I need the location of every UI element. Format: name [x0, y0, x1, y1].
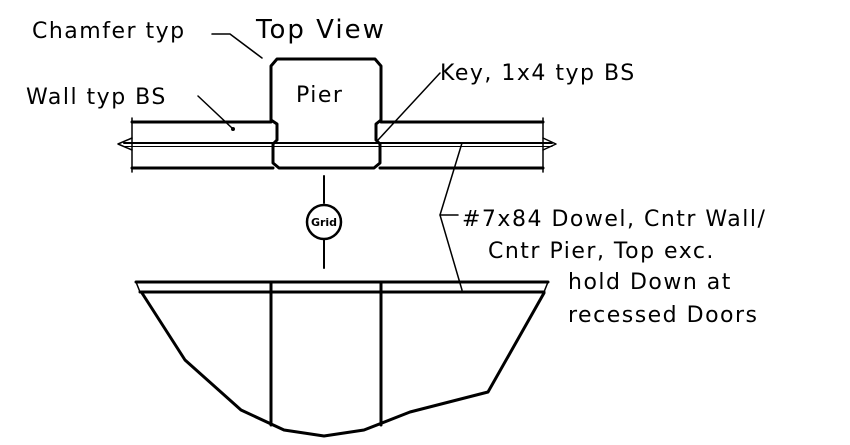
grid-label: Grid [311, 216, 337, 229]
chamfer-label: Chamfer typ [32, 19, 186, 44]
dowel-leader-lower [439, 214, 463, 291]
dowel-note-line-3: hold Down at [568, 270, 732, 295]
dowel-note-line-4: recessed Doors [568, 303, 759, 328]
section-view [134, 280, 550, 438]
wall-leader-dot [231, 127, 235, 131]
right-wall [378, 117, 557, 173]
chamfer-leader [211, 33, 263, 59]
pier-outline [269, 57, 383, 170]
section-bottom-outline [140, 291, 546, 438]
pier-label: Pier [296, 83, 343, 108]
dowel-note-line-2: Cntr Pier, Top exc. [488, 239, 715, 264]
key-leader [377, 72, 441, 141]
key-label: Key, 1x4 typ BS [440, 61, 636, 86]
diagram-title: Top View [255, 15, 386, 45]
dowel-leader-upper [439, 142, 463, 216]
dowel-note-line-1: #7x84 Dowel, Cntr Wall/ [462, 207, 766, 232]
left-wall [117, 117, 275, 173]
wall-label: Wall typ BS [26, 85, 167, 110]
